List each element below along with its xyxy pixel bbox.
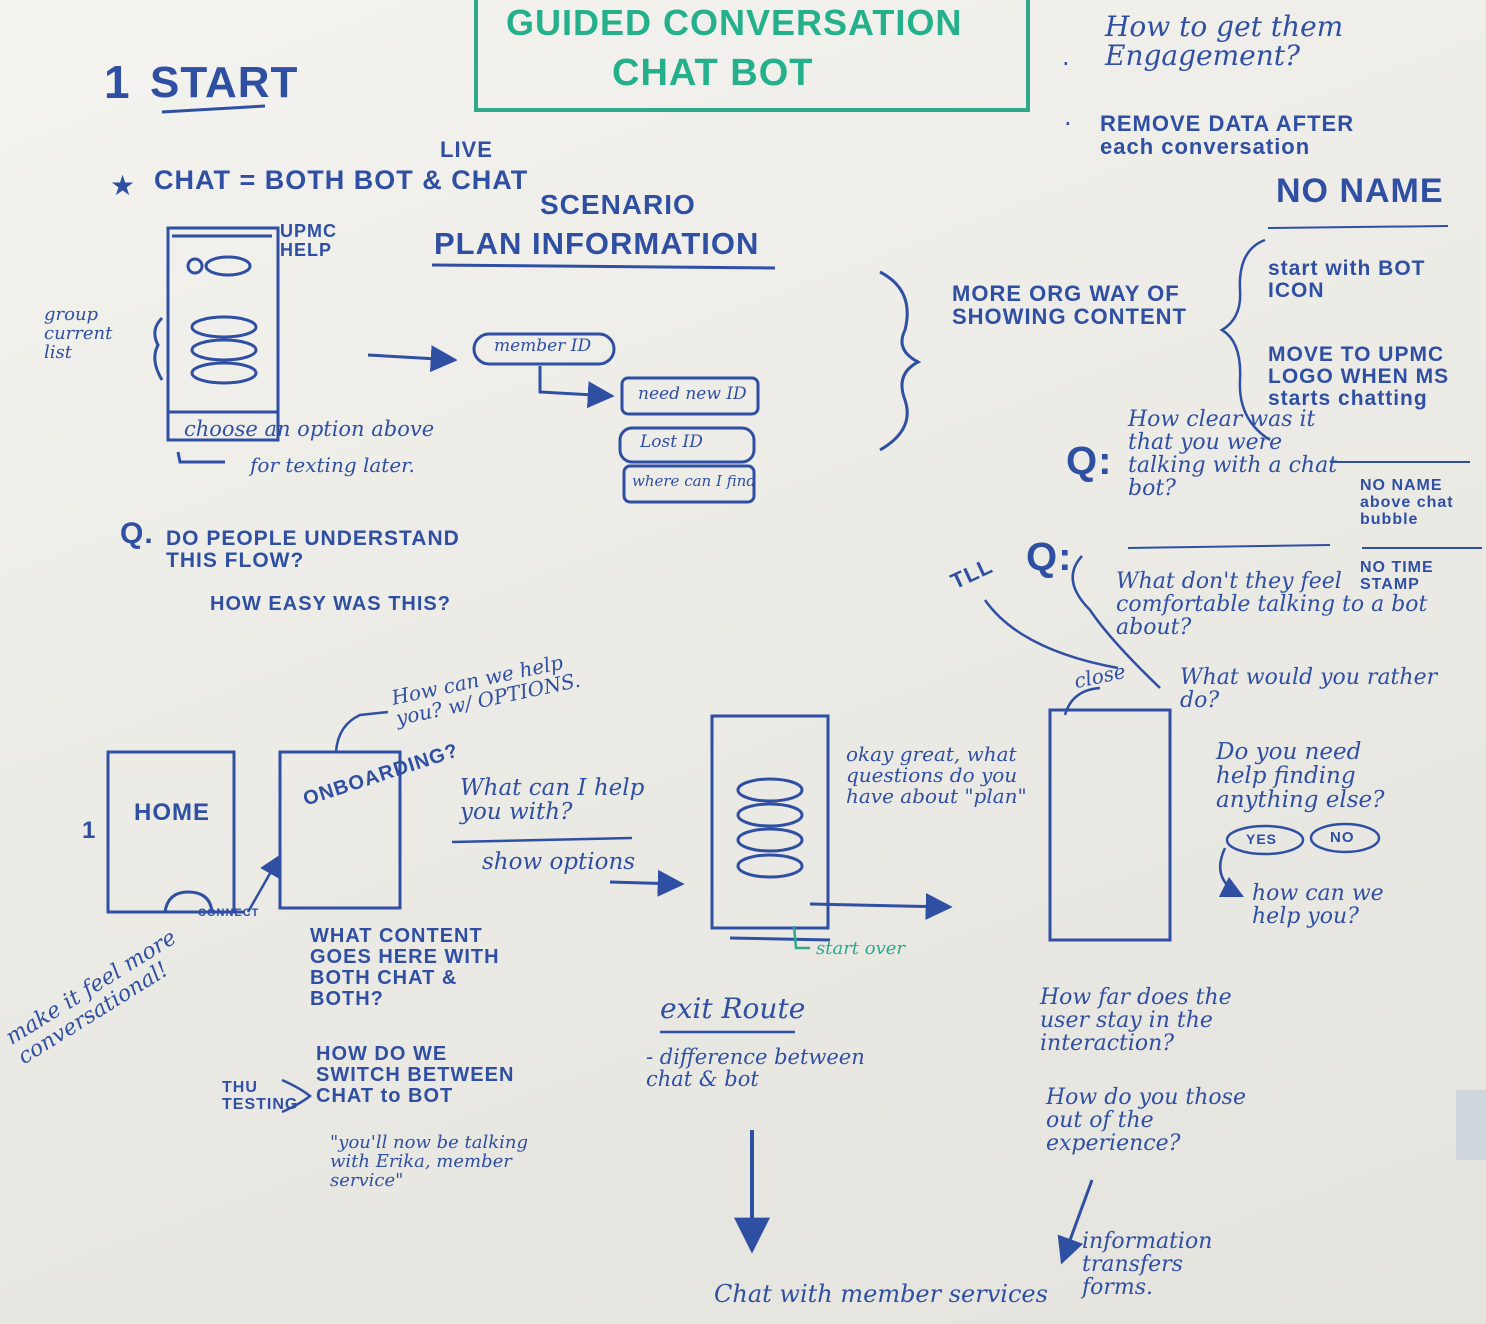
arrow-to-member [367,345,458,373]
star-icon: ★ [110,169,135,202]
member-id-label: member ID [494,336,592,356]
flow-q-sub: HOW EASY WAS THIS? [210,593,451,615]
content-question: WHAT CONTENT GOES HERE WITH BOTH CHAT & … [310,925,500,1010]
flow-q-prefix: Q. [120,517,154,550]
option-pill-2 [618,426,756,464]
comfort-q1: What don't they feel comfortable talking… [1116,569,1428,641]
switch-quote: "you'll now be talking with Erika, membe… [330,1132,529,1191]
org-note: MORE ORG WAY OF SHOWING CONTENT [952,281,1187,330]
onboarding-frame [278,750,402,910]
stay-q2: How do you those out of the experience? [1046,1085,1246,1157]
flow-step: 1 [82,817,97,844]
scenario-underline [431,263,776,270]
exit-note: - difference between chat & bot [646,1045,865,1092]
comfort-q2: What would you rather do? [1180,665,1438,714]
no-name-heading: NO NAME [1276,172,1444,210]
engagement-q1: How to get them Engagement? [1105,10,1344,73]
chat-note: CHAT = BOTH BOT & CHAT [154,165,529,195]
engagement-q2: REMOVE DATA AFTER each conversation [1100,111,1355,160]
option-pill-1 [620,376,760,416]
curly-brace [879,270,922,452]
option-pill-3 [622,464,756,504]
texting-label: for texting later. [250,453,415,477]
need-help: Do you need help finding anything else? [1216,739,1385,814]
engagement-bullet-1: · [1062,50,1070,78]
start-label: START [150,58,299,107]
choose-label: choose an option above [184,417,435,441]
window-glimpse [1456,1090,1486,1160]
flow-q: DO PEOPLE UNDERSTAND THIS FLOW? [166,527,460,573]
exit-destination: Chat with member services [714,1280,1048,1308]
scenario-heading: SCENARIO [540,189,696,220]
live-label: LIVE [440,137,493,162]
clarity-prefix: Q: [1066,439,1113,483]
no-pill [1309,822,1381,854]
help-label: UPMC HELP [280,221,337,260]
connect-label: CONNECT [198,907,260,919]
stay-q1: How far does the user stay in the intera… [1040,985,1232,1057]
no-name-above: NO NAME above chat bubble [1360,477,1454,528]
group-label: group current list [44,304,113,363]
title-line-1: GUIDED CONVERSATION [506,2,963,43]
start-over: start over [816,938,906,959]
yes-label: YES [1246,831,1278,847]
title-box [474,0,1030,112]
home-label: HOME [134,799,210,826]
title-line-2: CHAT BOT [612,52,814,94]
transfer-arrow [1057,1179,1094,1265]
exit-heading: exit Route [660,992,806,1025]
phone-wireframe [153,226,280,464]
clarity-question: How clear was it that you were talking w… [1128,407,1338,502]
scenario-subheading: PLAN INFORMATION [434,226,760,261]
show-options: show options [482,849,636,875]
start-step: 1 [104,56,131,108]
member-id-pill [472,332,616,366]
yes-pill [1225,824,1305,856]
how-help: how can we help you? [1252,881,1384,930]
start-underline [161,104,266,114]
option-label-3: where can I find [632,472,756,490]
no-label: NO [1330,829,1355,846]
comfort-prefix: Q: [1026,535,1073,579]
option-label-2: Lost ID [640,432,703,452]
no-name-bullet-1: start with BOT ICON [1268,257,1426,303]
options-frame [710,714,831,942]
stay-transfer: information transfers forms. [1082,1229,1213,1301]
plan-note: okay great, what questions do you have a… [846,742,1027,808]
what-help: What can I help you with? [460,775,645,826]
switch-tag: THU TESTING [222,1079,299,1113]
switch-heading: HOW DO WE SWITCH BETWEEN CHAT to BOT [316,1043,515,1107]
home-frame [106,750,245,914]
no-name-bullet-2: MOVE TO UPMC LOGO WHEN MS starts chattin… [1268,343,1450,411]
close-frame [1048,708,1172,942]
no-time-stamp: NO TIME STAMP [1360,559,1434,593]
option-label-1: need new ID [638,384,747,404]
engagement-bullet-2: · [1064,110,1072,138]
